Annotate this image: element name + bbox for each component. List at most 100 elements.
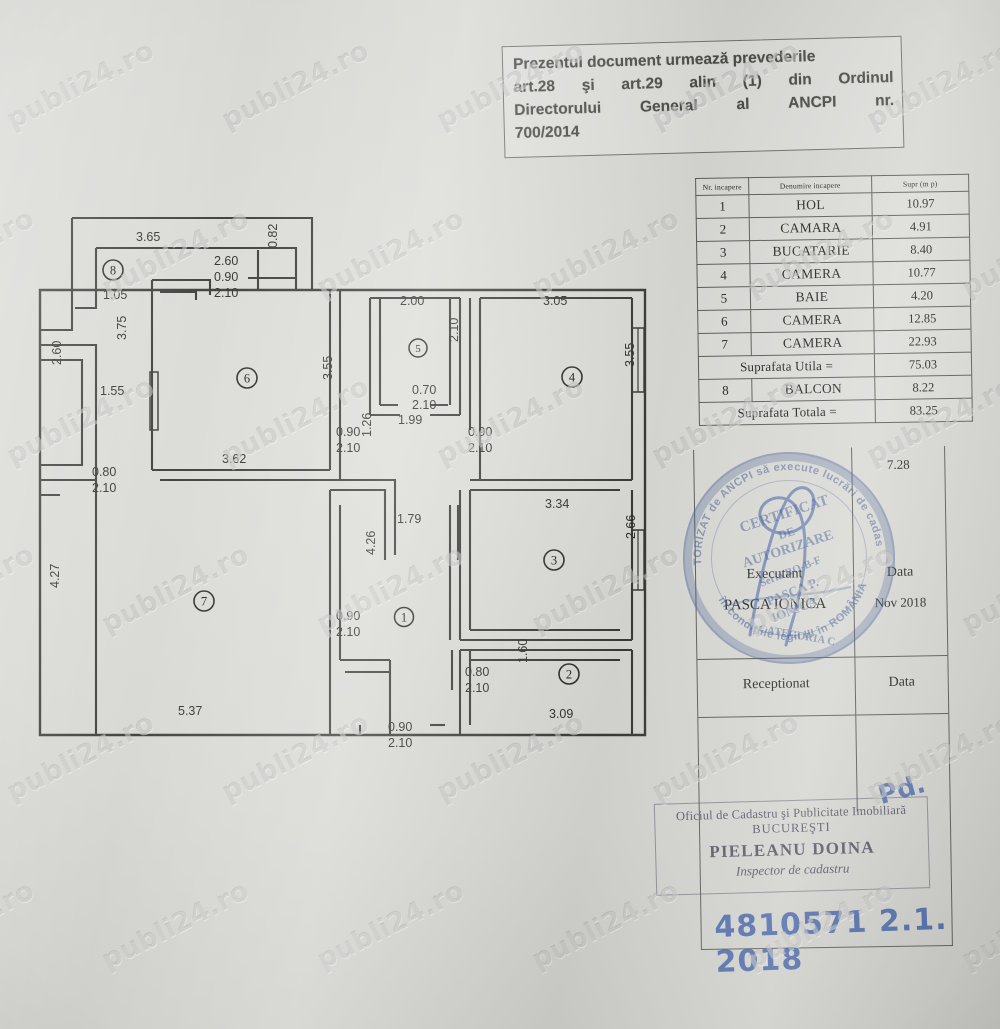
dimension-label: 2.10 [468, 441, 492, 455]
dimension-label: 4.26 [364, 531, 378, 555]
dimension-label: 0.82 [266, 224, 280, 248]
dimension-label: 0.90 [336, 609, 360, 623]
ancpi-line2-a: art.28 [513, 77, 556, 96]
cell-room-name: CAMARA [749, 215, 873, 241]
svg-text:6: 6 [244, 372, 250, 386]
cell-room-number: 4 [696, 263, 751, 288]
dimension-label: 3.75 [115, 316, 129, 340]
dimension-label: 1.05 [103, 288, 127, 302]
cell-room-number: 2 [696, 217, 750, 242]
dimension-label: 1.99 [398, 413, 422, 427]
ancpi-line3-a: Directorului [514, 99, 602, 119]
dimension-label: 2.66 [624, 515, 638, 539]
table-row-total: Suprafata Totala =83.25 [699, 398, 973, 426]
signature-cell-left [698, 715, 858, 814]
plan-walls [38, 216, 647, 737]
executant-name: PASCA IONICA [723, 595, 827, 614]
cell-room-area: 10.97 [871, 191, 970, 216]
svg-text:1: 1 [401, 611, 407, 625]
cell-room-number: 5 [697, 286, 751, 311]
dimension-label: 0.90 [214, 270, 238, 284]
ancpi-line2-f: din [788, 71, 812, 89]
ancpi-line2-b: şi [581, 76, 595, 95]
cell-room-area: 22.93 [873, 329, 972, 354]
dimension-label: 5.37 [178, 704, 202, 718]
cell-room-number: 6 [697, 309, 752, 334]
executant-date-cell: 7.28 Data Nov 2018 [852, 446, 947, 656]
dimension-label: 1.55 [100, 384, 124, 398]
dimension-label: 4.27 [48, 564, 62, 588]
room-area-table: Nr. incapere Denumire incapere Supr (m p… [695, 174, 973, 426]
cell-room-area: 4.20 [873, 283, 971, 308]
cell-room-name: CAMERA [749, 261, 874, 287]
svg-text:7: 7 [201, 595, 207, 609]
executant-row: Executant PASCA IONICA 7.28 Data Nov 201… [694, 446, 948, 660]
cell-room-name: BUCATARIE [749, 238, 873, 264]
ancpi-line2-g: Ordinul [838, 69, 894, 88]
cell-room-number: 1 [695, 194, 750, 219]
cell-room-name: BALCON [751, 376, 876, 402]
signature-cell-right [856, 714, 949, 811]
dimension-label: 2.60 [50, 341, 64, 365]
header-room-name: Denumire incapere [748, 175, 872, 195]
room-marker-2: 2 [558, 663, 580, 685]
ancpi-line2-d: alin [689, 73, 717, 92]
cell-room-number: 3 [696, 240, 750, 265]
executant-label: Executant [746, 566, 803, 583]
dimension-label: 0.90 [388, 720, 412, 734]
dimension-label: 2.10 [336, 441, 360, 455]
cell-room-name: CAMERA [750, 307, 874, 333]
dimension-label: 2.10 [388, 736, 412, 750]
room-marker-7: 7 [193, 590, 215, 612]
room-marker-4: 4 [561, 366, 583, 388]
svg-text:4: 4 [569, 371, 576, 385]
receptionat-label: Receptionat [742, 676, 810, 693]
plan-dimension-labels: 3.652.600.902.100.821.053.752.601.550.80… [48, 224, 638, 750]
cell-room-area: 8.40 [872, 237, 970, 262]
room-table: Nr. incapere Denumire incapere Supr (m p… [695, 174, 973, 426]
cell-room-area: 4.91 [872, 214, 970, 239]
ancpi-line2-e: (1) [742, 72, 762, 90]
dimension-label: 2.10 [465, 681, 489, 695]
dimension-label: 3.55 [623, 343, 637, 367]
dimension-label: 2.10 [412, 398, 436, 412]
ancpi-line3-d: ANCPI [787, 93, 837, 112]
room-marker-5: 5 [408, 338, 428, 358]
receptionat-cell: Receptionat [697, 657, 857, 717]
svg-text:8: 8 [110, 264, 116, 278]
dimension-label: 2.10 [447, 318, 461, 342]
cell-room-name: CAMERA [751, 330, 875, 356]
room-marker-6: 6 [236, 367, 258, 389]
ancpi-line3-e: nr. [874, 92, 895, 110]
dimension-label: 2.10 [336, 625, 360, 639]
header-room-number: Nr. incapere [695, 177, 749, 196]
dimension-label: 0.80 [465, 665, 489, 679]
room-marker-3: 3 [543, 549, 565, 571]
data-value-1: Nov 2018 [874, 594, 927, 611]
svg-text:5: 5 [415, 343, 421, 355]
svg-text:3: 3 [551, 554, 557, 568]
room-marker-8: 8 [102, 259, 124, 281]
cell-subtotal-label: Suprafata Utila = [698, 353, 875, 380]
cell-total-value: 83.25 [875, 398, 973, 423]
dimension-label: 0.80 [92, 465, 116, 479]
dimension-label: 2.00 [400, 294, 424, 308]
room-marker-1: 1 [393, 606, 415, 628]
receptionat-date-cell: Data [855, 656, 948, 714]
header-room-area: Supr (m p) [871, 174, 969, 193]
ancpi-line2-c: art.29 [621, 75, 663, 94]
room-number-markers: 8 6 5 4 7 1 3 2 [102, 259, 583, 685]
cell-subtotal-value: 75.03 [874, 352, 972, 377]
extra-area-value: 7.28 [886, 456, 910, 472]
dimension-label: 0.70 [412, 383, 436, 397]
dimension-label: 3.09 [549, 707, 573, 721]
ancpi-compliance-stamp: Prezentul document urmează prevederile a… [501, 35, 905, 159]
data-label-1: Data [886, 564, 914, 580]
dimension-label: 2.60 [214, 254, 238, 268]
executant-cell: Executant PASCA IONICA [694, 447, 856, 659]
ancpi-line3-b: General [639, 97, 698, 116]
cell-room-number: 8 [698, 378, 753, 403]
cell-total-label: Suprafata Totala = [699, 399, 876, 426]
